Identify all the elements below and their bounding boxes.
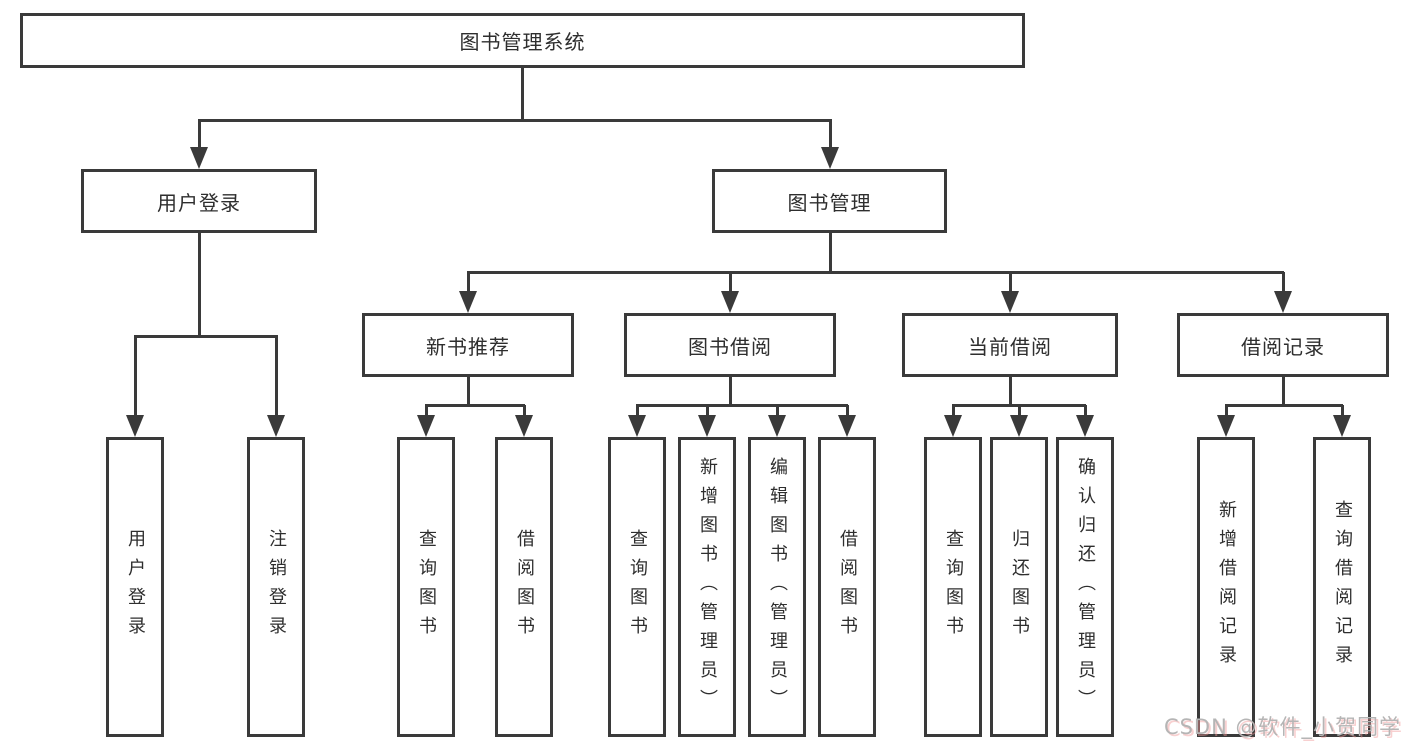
arrow-down-icon: [1001, 291, 1019, 313]
connector-drop-leaf: [1018, 405, 1021, 417]
connector-drop-leaf: [1084, 405, 1087, 417]
connector-drop-level3: [1282, 272, 1285, 293]
node-borrow-record: 借阅记录: [1177, 313, 1389, 377]
arrow-down-icon: [698, 415, 716, 437]
leaf-add-borrow-record: 新增借阅记录: [1197, 437, 1255, 737]
connector-drop-leaf: [275, 336, 278, 417]
connector-drop-user-login: [198, 120, 201, 149]
connector-user-login-stem: [198, 233, 201, 336]
arrow-down-icon: [821, 147, 839, 169]
connector-drop-leaf: [523, 405, 526, 417]
connector-drop-leaf: [846, 405, 849, 417]
connector-borrow-record-stem: [1282, 377, 1285, 405]
connector-drop-level3: [1009, 272, 1012, 293]
arrow-down-icon: [628, 415, 646, 437]
connector-book-borrow-stem: [729, 377, 732, 405]
connector-book-borrow-bus: [636, 404, 848, 407]
connector-drop-leaf: [706, 405, 709, 417]
arrow-down-icon: [515, 415, 533, 437]
arrow-down-icon: [1076, 415, 1094, 437]
arrow-down-icon: [459, 291, 477, 313]
leaf-add-book-admin: 新增图书（管理员）: [678, 437, 736, 737]
leaf-query-book-3: 查询图书: [924, 437, 982, 737]
leaf-query-borrow-record: 查询借阅记录: [1313, 437, 1371, 737]
connector-drop-leaf: [1225, 405, 1228, 417]
arrow-down-icon: [417, 415, 435, 437]
connector-drop-leaf: [636, 405, 639, 417]
connector-current-borrow-stem: [1009, 377, 1012, 405]
csdn-watermark: CSDN @软件_小贺同学: [1163, 715, 1401, 739]
leaf-return-book: 归还图书: [990, 437, 1048, 737]
connector-new-book-bus: [425, 404, 525, 407]
leaf-borrow-book-2: 借阅图书: [818, 437, 876, 737]
connector-level2-bus: [198, 119, 832, 122]
node-new-book-recommend: 新书推荐: [362, 313, 574, 377]
connector-drop-leaf: [1341, 405, 1344, 417]
arrow-down-icon: [1274, 291, 1292, 313]
connector-user-login-bus: [134, 335, 278, 338]
connector-root-stem: [521, 68, 524, 120]
arrow-down-icon: [721, 291, 739, 313]
connector-level3-bus: [467, 271, 1284, 274]
arrow-down-icon: [267, 415, 285, 437]
arrow-down-icon: [944, 415, 962, 437]
connector-drop-leaf: [776, 405, 779, 417]
connector-drop-leaf: [952, 405, 955, 417]
leaf-query-book-1: 查询图书: [397, 437, 455, 737]
node-user-login: 用户登录: [81, 169, 317, 233]
node-system-root: 图书管理系统: [20, 13, 1025, 68]
leaf-user-login: 用户登录: [106, 437, 164, 737]
leaf-query-book-2: 查询图书: [608, 437, 666, 737]
leaf-edit-book-admin: 编辑图书（管理员）: [748, 437, 806, 737]
arrow-down-icon: [190, 147, 208, 169]
connector-drop-leaf: [425, 405, 428, 417]
arrow-down-icon: [1010, 415, 1028, 437]
leaf-borrow-book-1: 借阅图书: [495, 437, 553, 737]
connector-new-book-stem: [467, 377, 470, 405]
connector-borrow-record-bus: [1225, 404, 1343, 407]
arrow-down-icon: [1333, 415, 1351, 437]
arrow-down-icon: [126, 415, 144, 437]
connector-drop-level3: [729, 272, 732, 293]
arrow-down-icon: [768, 415, 786, 437]
arrow-down-icon: [838, 415, 856, 437]
connector-drop-book-management: [829, 120, 832, 149]
connector-drop-level3: [467, 272, 470, 293]
node-book-management: 图书管理: [712, 169, 947, 233]
connector-book-management-stem: [829, 233, 832, 272]
leaf-logout: 注销登录: [247, 437, 305, 737]
leaf-confirm-return-admin: 确认归还（管理员）: [1056, 437, 1114, 737]
connector-drop-leaf: [134, 336, 137, 417]
node-book-borrow: 图书借阅: [624, 313, 836, 377]
node-current-borrow: 当前借阅: [902, 313, 1118, 377]
arrow-down-icon: [1217, 415, 1235, 437]
